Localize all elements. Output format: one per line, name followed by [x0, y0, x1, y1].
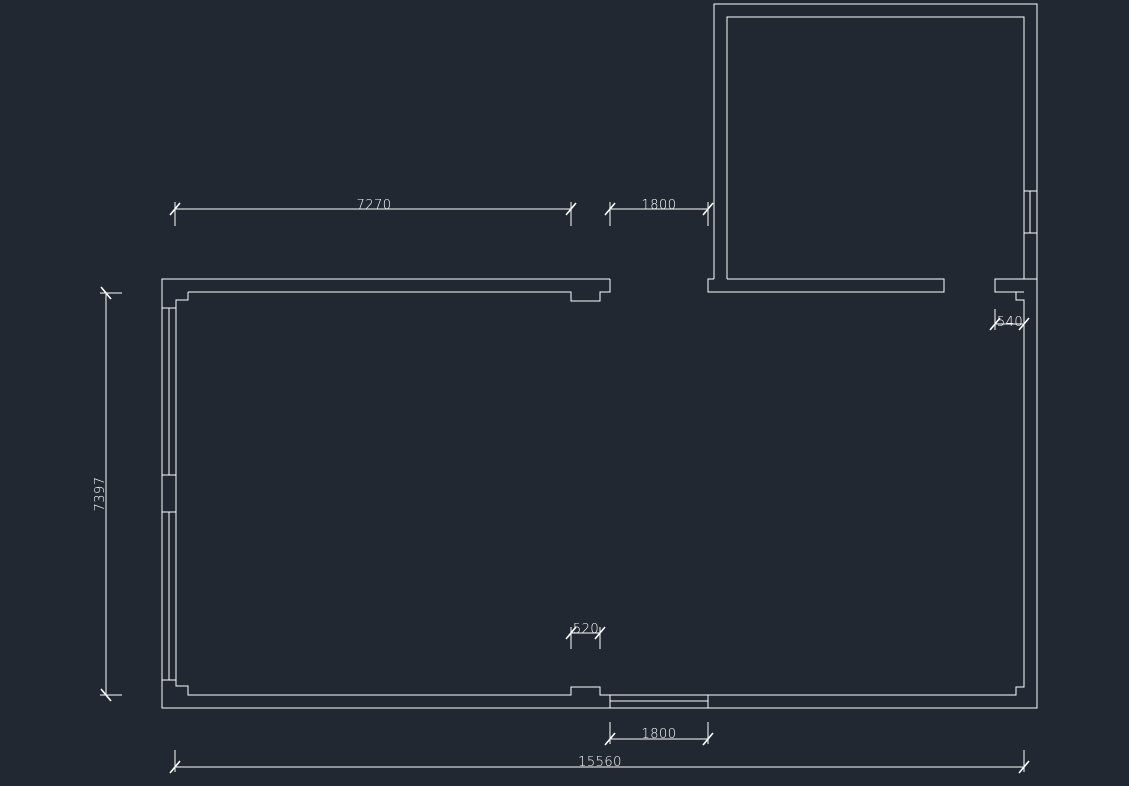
dimension-right-540: 540 [989, 309, 1030, 331]
dimension-bottom-1800: 1800 [604, 722, 714, 746]
bottom-opening [609, 694, 709, 709]
dimension-label-top-1800: 1800 [641, 198, 676, 213]
dimension-label-7270: 7270 [356, 198, 391, 213]
dimension-label-540: 540 [997, 315, 1023, 330]
upper-room-walls [707, 3, 1038, 293]
dimension-overall-15560: 15560 [169, 750, 1030, 774]
upper-room-bottom-wall [707, 278, 945, 293]
dimension-label-bottom-1800: 1800 [641, 727, 676, 742]
upper-room-inner-wall [726, 16, 1025, 280]
dimension-label-7397: 7397 [93, 476, 108, 511]
dimension-label-15560: 15560 [578, 755, 622, 770]
top-wall-end [188, 279, 611, 302]
left-windows [161, 307, 177, 681]
dimension-inner-520: 520 [565, 622, 606, 649]
dimension-left-7397: 7397 [93, 286, 122, 702]
dimension-top-1800: 1800 [604, 198, 714, 226]
dimension-top-7270: 7270 [169, 198, 577, 226]
upper-room-outer-wall [713, 3, 1038, 279]
dimension-label-520: 520 [573, 622, 599, 637]
